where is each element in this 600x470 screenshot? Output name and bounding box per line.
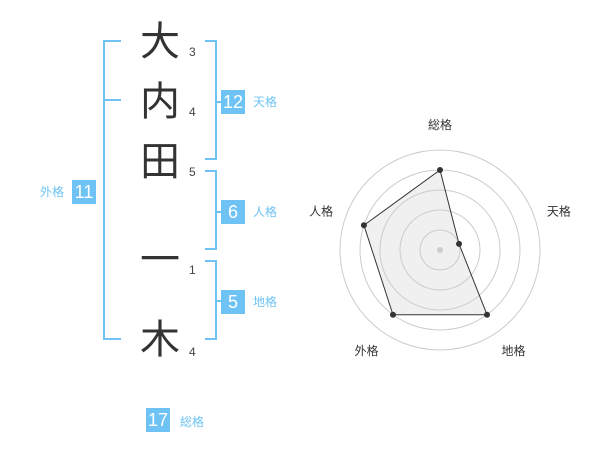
- gaikaku-bracket-vertical: [103, 40, 105, 340]
- name-char-5: 木: [140, 317, 180, 363]
- radar-point-3: [484, 311, 491, 318]
- chikaku-bracket-bottom: [205, 338, 217, 340]
- radar-point-1: [437, 167, 443, 173]
- name-char-1: 大: [140, 19, 180, 65]
- tenkaku-bracket-top: [205, 40, 217, 42]
- jinkaku-label: 人格: [253, 205, 278, 219]
- name-char-2: 内: [140, 79, 180, 125]
- chikaku-value-badge: 5: [221, 290, 245, 314]
- radar-center-dot: [437, 247, 443, 253]
- radar-grid-ring-3: [379, 189, 501, 311]
- jinkaku-bracket-tick: [215, 211, 221, 213]
- gaikaku-label: 外格: [40, 185, 65, 199]
- gaikaku-bracket-top: [103, 40, 121, 42]
- jinkaku-bracket-vertical: [215, 170, 217, 250]
- radar-axis-label-4: 外格: [355, 343, 379, 358]
- radar-series-line: [363, 169, 488, 316]
- chikaku-bracket-top: [205, 260, 217, 262]
- gaikaku-bracket-bottom: [103, 338, 121, 340]
- soukaku-label: 総格: [180, 415, 205, 429]
- radar-axis-label-2: 天格: [547, 203, 571, 218]
- stroke-count-4: 1: [189, 263, 196, 277]
- radar-point-4: [389, 311, 396, 318]
- radar-axis-label-3: 地格: [501, 343, 525, 358]
- radar-point-5: [360, 222, 367, 229]
- radar-axis-label-1: 総格: [428, 117, 452, 132]
- tenkaku-value-badge: 12: [221, 90, 246, 114]
- tenkaku-label: 天格: [253, 95, 278, 109]
- tenkaku-bracket-bottom: [205, 158, 217, 160]
- gaikaku-value-badge: 11: [72, 180, 96, 204]
- name-char-4: 一: [140, 237, 180, 283]
- chikaku-label: 地格: [253, 295, 278, 309]
- soukaku-value-badge: 17: [146, 408, 171, 432]
- stroke-count-1: 3: [189, 45, 196, 59]
- radar-grid-ring-5: [339, 149, 541, 351]
- stroke-count-2: 4: [189, 105, 196, 119]
- tenkaku-bracket-tick: [215, 101, 221, 103]
- gaikaku-bracket-mid: [103, 99, 121, 101]
- radar-grid-ring-1: [419, 229, 461, 271]
- radar-axis-label-5: 人格: [309, 203, 333, 218]
- jinkaku-bracket-top: [205, 170, 217, 172]
- stroke-count-3: 5: [189, 165, 196, 179]
- jinkaku-value-badge: 6: [221, 200, 245, 224]
- name-char-3: 田: [140, 139, 180, 185]
- stroke-count-5: 4: [189, 345, 196, 359]
- jinkaku-bracket-bottom: [205, 248, 217, 250]
- radar-grid-ring-2: [399, 209, 481, 291]
- chikaku-bracket-tick: [215, 300, 221, 302]
- tenkaku-bracket-vertical: [215, 40, 217, 160]
- radar-area: [363, 170, 488, 315]
- radar-point-2: [456, 240, 463, 247]
